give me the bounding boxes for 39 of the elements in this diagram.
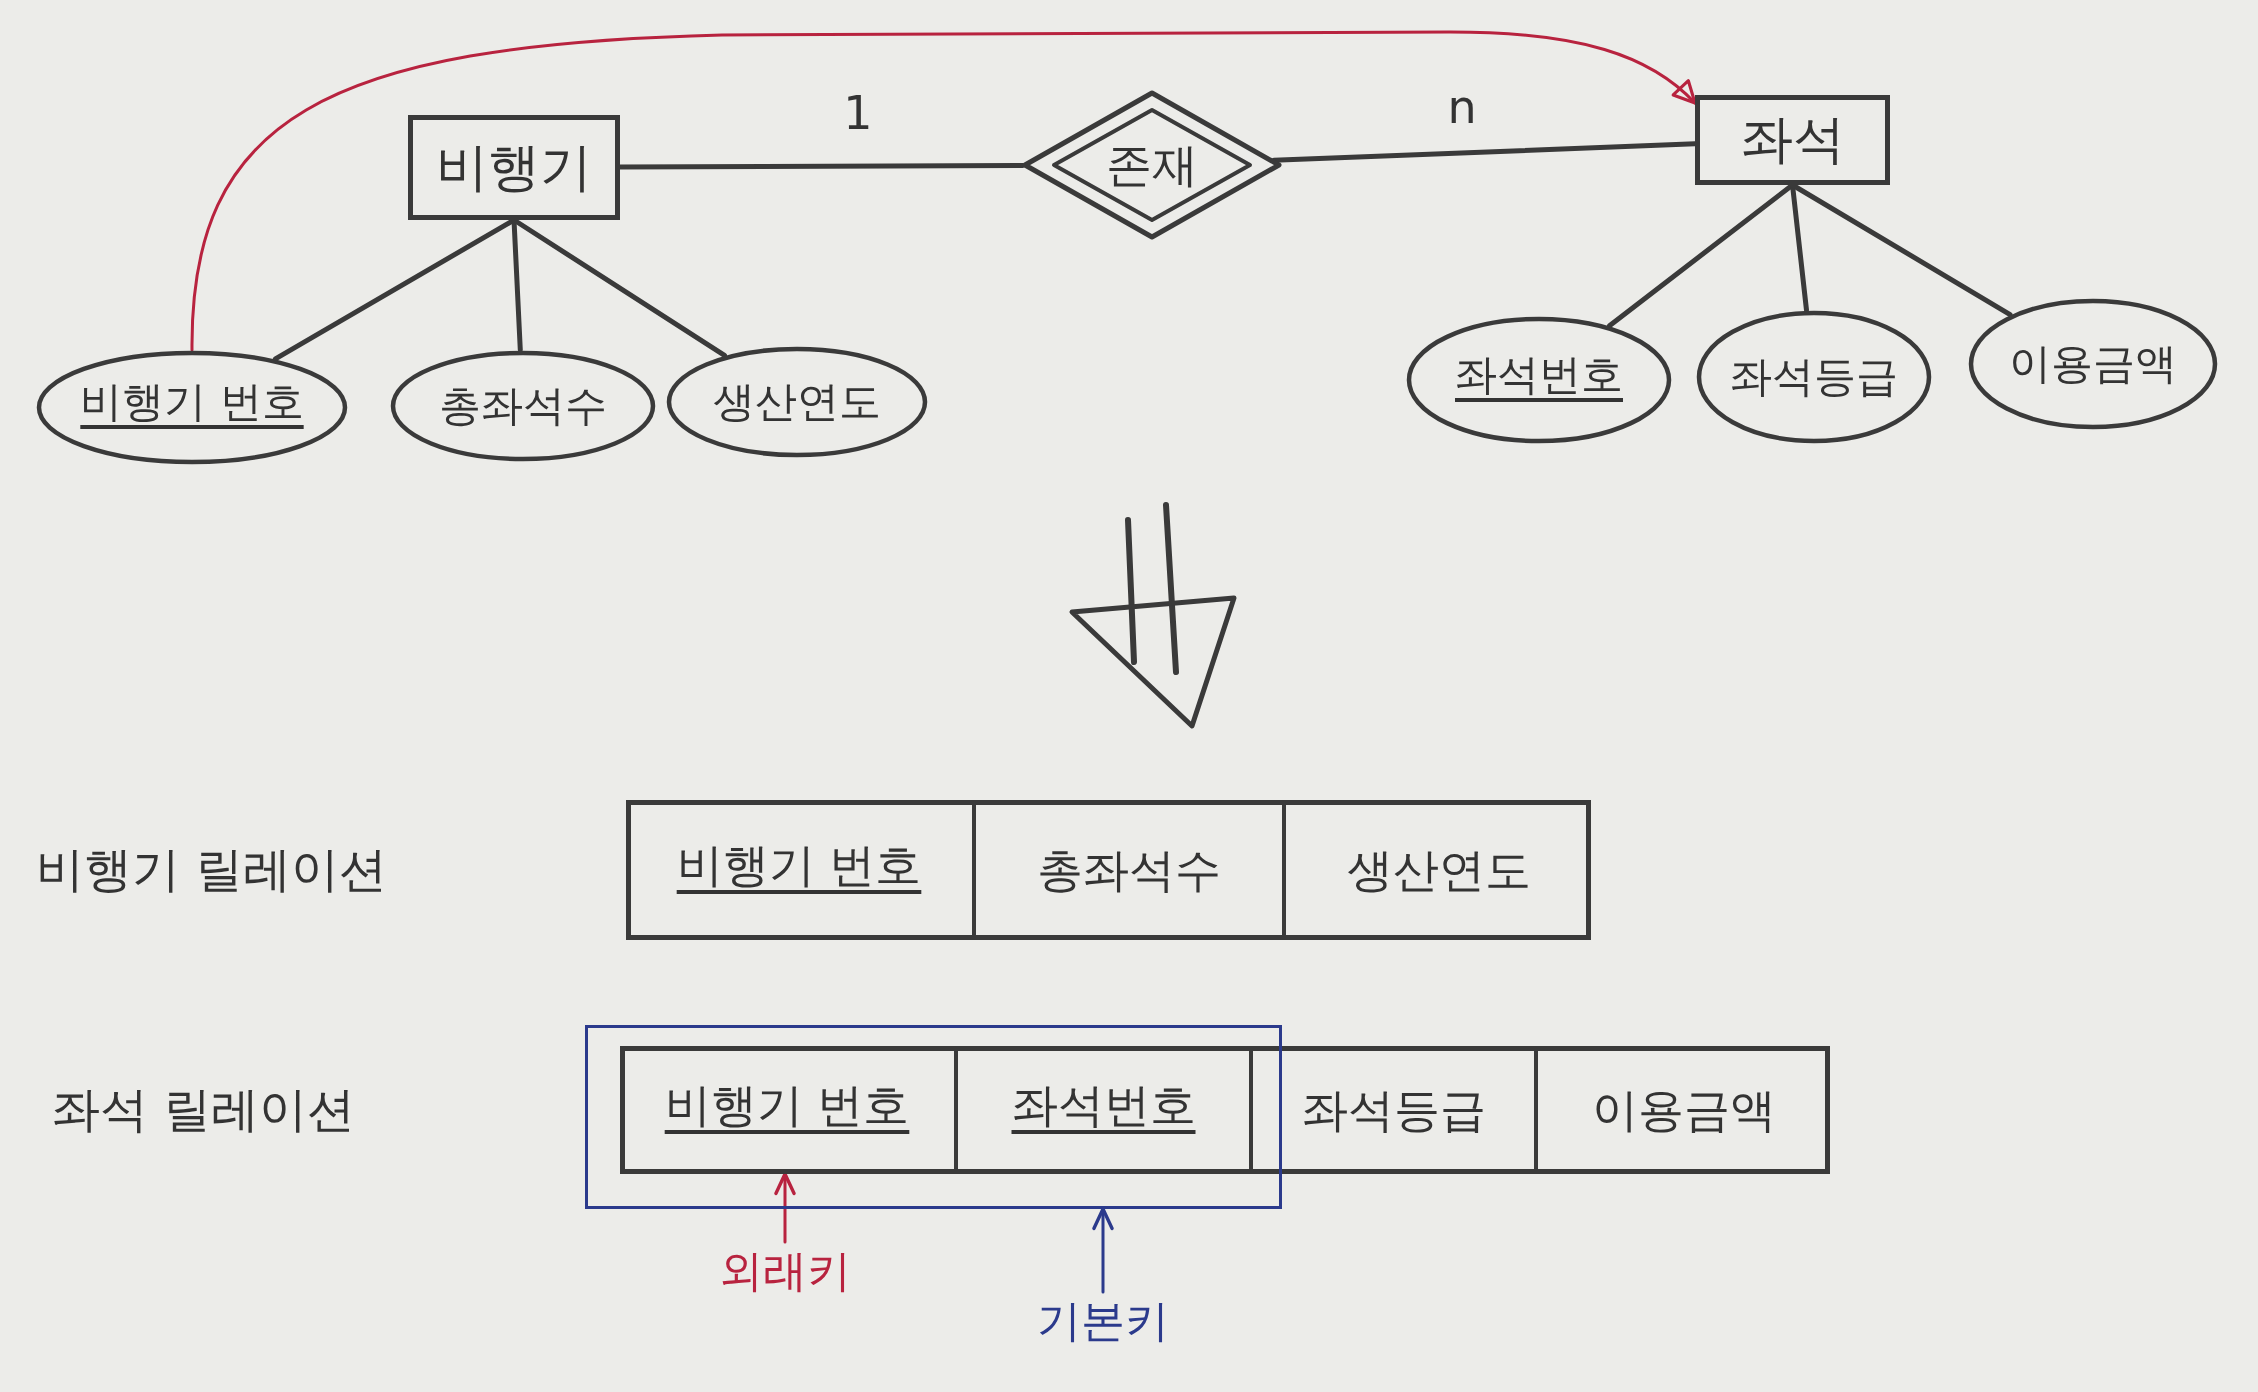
column-name: 비행기 번호 [664, 1078, 910, 1134]
column-name: 비행기 번호 [676, 838, 922, 894]
attribute-ellipse [36, 350, 348, 465]
attribute-name: 좌석번호 [1455, 350, 1623, 401]
connector-line [1271, 141, 1698, 163]
column-name: 좌석번호 [1011, 1078, 1196, 1134]
attribute-ellipse [1696, 310, 1932, 444]
attribute-name: 총좌석수 [439, 381, 607, 431]
attribute-name: 생산연도 [713, 377, 881, 427]
column-name: 생산연도 [1346, 843, 1531, 897]
key-frame [585, 1025, 1282, 1209]
attribute-name: 비행기 번호 [80, 378, 304, 429]
attribute-name: 좌석등급 [1730, 352, 1898, 402]
relation-table [626, 800, 1591, 940]
attribute-ellipse [666, 346, 928, 458]
relation-name: 비행기 릴레이션 [36, 842, 388, 898]
key-label: 외래키 [712, 1242, 858, 1300]
attribute-ellipse [1406, 316, 1672, 444]
relationship-diamond [1022, 90, 1282, 240]
leader-arrow [774, 1172, 796, 1244]
entity-name: 비행기 [436, 137, 592, 198]
column-name: 좌석등급 [1301, 1083, 1486, 1137]
attribute-name: 이용금액 [2009, 339, 2177, 389]
relation-table [620, 1046, 1830, 1174]
relationship-name: 존재 [1106, 138, 1198, 192]
cardinality-label: 1 [843, 88, 873, 139]
entity-box [408, 115, 620, 220]
column-name: 이용금액 [1592, 1083, 1776, 1137]
relation-name: 좌석 릴레이션 [52, 1082, 356, 1138]
cardinality-label: n [1447, 82, 1477, 133]
key-label: 기본키 [1030, 1292, 1176, 1350]
entity-box [1695, 95, 1890, 185]
leader-arrow [1092, 1207, 1114, 1294]
connector-line [617, 163, 1026, 170]
attribute-ellipse [1968, 298, 2218, 430]
attribute-ellipse [390, 350, 656, 462]
entity-name: 좌석 [1740, 110, 1845, 170]
curved-arrow [190, 30, 1697, 352]
column-name: 총좌석수 [1037, 843, 1221, 897]
